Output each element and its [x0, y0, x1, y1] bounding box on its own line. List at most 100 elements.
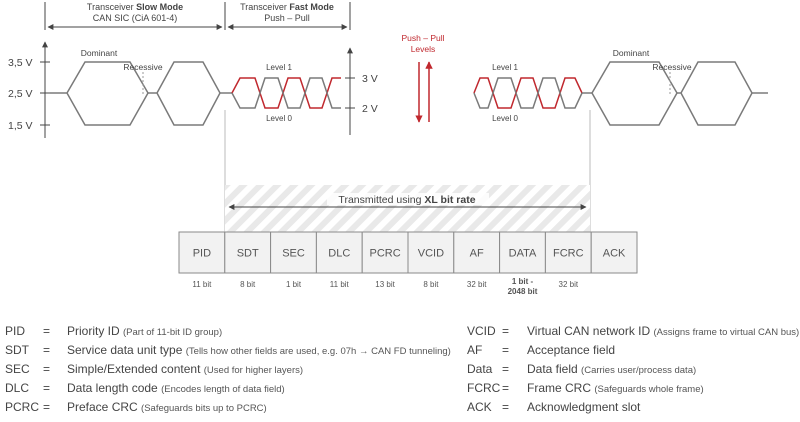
level-3v-label: 3 V: [362, 73, 378, 85]
legend-equals: =: [43, 381, 51, 395]
frame-field-label-dlc: DLC: [328, 248, 350, 260]
legend-note: (Part of 11-bit ID group): [123, 327, 223, 338]
frame-field-sdt: [224, 231, 272, 274]
legend-abbr: FCRC: [467, 381, 501, 395]
push-pull-levels-label: Levels: [411, 44, 436, 54]
frame-field-label-vcid: VCID: [418, 248, 444, 260]
xl-bit-rate-label: Transmitted using XL bit rate: [338, 194, 475, 206]
level0-label-right: Level 0: [492, 114, 518, 123]
legend-name: Priority ID: [67, 324, 120, 338]
frame-field-size-data: 2048 bit: [508, 287, 538, 296]
legend-name: Data field: [527, 362, 578, 376]
legend-name: Acceptance field: [527, 343, 616, 357]
level-2v-label: 2 V: [362, 103, 378, 115]
frame-field-sec: [270, 231, 317, 274]
dominant-label-left: Dominant: [81, 48, 118, 58]
frame-field-data: [499, 231, 546, 274]
legend-note: (Encodes length of data field): [161, 384, 285, 395]
slow-waveform-right: [582, 61, 768, 126]
frame-field-af: [453, 231, 501, 274]
legend-abbr: SEC: [5, 362, 30, 376]
frame-field-size-pcrc: 13 bit: [375, 280, 395, 289]
voltage-label-mid: 2,5 V: [8, 88, 33, 100]
frame-field-label-af: AF: [470, 248, 484, 260]
legend-name: Virtual CAN network ID: [527, 324, 651, 338]
legend-description: Service data unit type (Tells how other …: [67, 343, 451, 359]
slow-waveform-left: [50, 61, 232, 126]
frame-field-dlc: [315, 231, 363, 274]
frame-field-vcid: [407, 231, 455, 274]
frame-field-size-data: 1 bit -: [512, 277, 534, 286]
xl-bit-rate-band: [225, 185, 590, 232]
frame-field-pid: [178, 231, 226, 274]
legend-description: Preface CRC (Safeguards bits up to PCRC): [67, 400, 267, 416]
legend-equals: =: [43, 324, 51, 338]
legend-description: Frame CRC (Safeguards whole frame): [527, 381, 704, 397]
frame-field-fcrc: [544, 231, 592, 274]
legend-description: Data field (Carries user/process data): [527, 362, 696, 378]
voltage-label-low: 1,5 V: [8, 120, 33, 132]
frame-field-size-dlc: 11 bit: [330, 280, 350, 289]
legend-description: Data length code (Encodes length of data…: [67, 381, 285, 397]
legend-name: Service data unit type: [67, 343, 183, 357]
slow-mode-title: Transceiver Slow Mode: [87, 2, 183, 12]
legend-name: Acknowledgment slot: [527, 400, 641, 414]
legend-note: (Carries user/process data): [581, 365, 697, 376]
recessive-label-right: Recessive: [652, 62, 691, 72]
legend-description: Acceptance field: [527, 343, 615, 358]
voltage-axis: 3,5 V 2,5 V 1,5 V: [8, 41, 50, 138]
legend-equals: =: [502, 362, 510, 376]
frame-field-label-sec: SEC: [282, 248, 305, 260]
legend-name: Simple/Extended content: [67, 362, 201, 376]
legend-note: (Safeguards whole frame): [594, 384, 704, 395]
legend-name: Frame CRC: [527, 381, 592, 395]
recessive-label-left: Recessive: [123, 62, 162, 72]
legend-note: (Tells how other fields are used, e.g. 0…: [185, 346, 451, 357]
frame-field-label-pid: PID: [193, 248, 211, 260]
legend-abbr: Data: [467, 362, 493, 376]
legend-abbr: DLC: [5, 381, 30, 395]
fast-mode-title: Transceiver Fast Mode: [240, 2, 334, 12]
legend-note: (Used for higher layers): [203, 365, 304, 376]
legend-description: Acknowledgment slot: [527, 400, 640, 415]
frame-field-label-pcrc: PCRC: [370, 248, 401, 260]
frame-field-size-fcrc: 32 bit: [559, 280, 579, 289]
fast-level-axis: 3 V 2 V: [345, 47, 378, 135]
legend-description: Simple/Extended content (Used for higher…: [67, 362, 303, 378]
frame-field-label-ack: ACK: [603, 248, 626, 260]
legend-note: (Assigns frame to virtual CAN bus): [653, 327, 800, 338]
legend-abbr: AF: [467, 343, 483, 357]
legend-equals: =: [43, 362, 51, 376]
push-pull-arrows: [415, 61, 433, 123]
level0-label-left: Level 0: [266, 114, 292, 123]
frame-field-size-vcid: 8 bit: [423, 280, 439, 289]
legend-equals: =: [502, 343, 510, 357]
voltage-label-high: 3,5 V: [8, 57, 33, 69]
legend-description: Priority ID (Part of 11-bit ID group): [67, 324, 222, 340]
frame-field-label-data: DATA: [509, 248, 537, 260]
legend-equals: =: [43, 343, 51, 357]
frame-field-label-sdt: SDT: [237, 248, 259, 260]
legend-abbr: SDT: [5, 343, 29, 357]
legend-equals: =: [502, 381, 510, 395]
legend-name: Data length code: [67, 381, 158, 395]
legend-abbr: VCID: [467, 324, 496, 338]
legend-description: Virtual CAN network ID (Assigns frame to…: [527, 324, 799, 340]
legend-abbr: ACK: [467, 400, 492, 414]
fast-waveform-right: [473, 77, 583, 109]
frame-fields: PID 11 bit SDT 8 bit SEC 1 bit DLC 11 bit PCRC 13…: [178, 231, 638, 296]
frame-field-pcrc: [361, 231, 409, 274]
legend-equals: =: [502, 400, 510, 414]
legend-abbr: PCRC: [5, 400, 40, 414]
fast-mode-subtitle: Push – Pull: [264, 13, 310, 23]
frame-field-size-pid: 11 bit: [192, 280, 212, 289]
frame-field-size-sec: 1 bit: [286, 280, 302, 289]
legend-note: (Safeguards bits up to PCRC): [141, 403, 267, 414]
header-brackets: [44, 2, 351, 30]
slow-mode-subtitle: CAN SIC (CiA 601-4): [93, 13, 178, 23]
legend-equals: =: [43, 400, 51, 414]
legend-abbr: PID: [5, 324, 26, 338]
frame-field-size-sdt: 8 bit: [240, 280, 256, 289]
frame-field-ack: [590, 231, 638, 274]
